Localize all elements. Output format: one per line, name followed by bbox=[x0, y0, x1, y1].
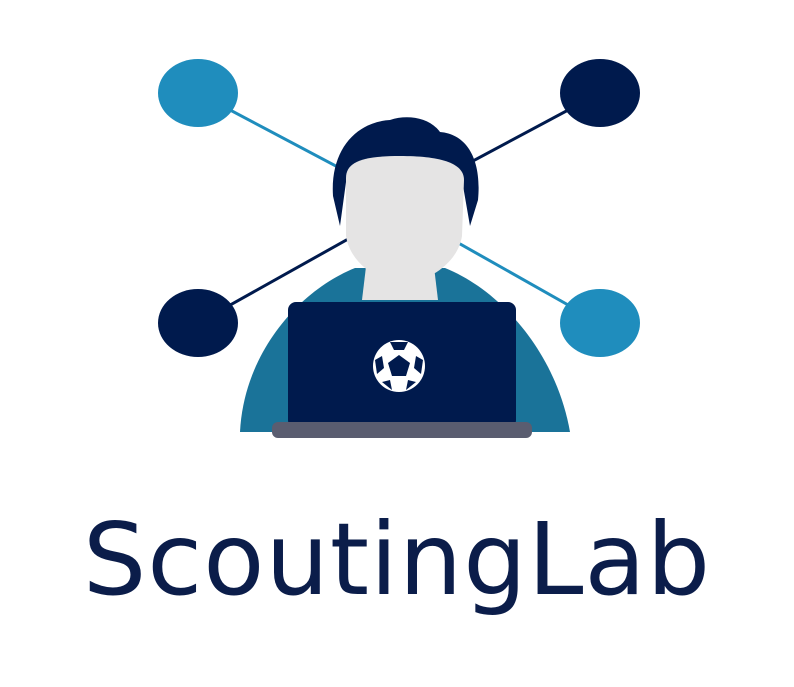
laptop-icon bbox=[272, 302, 532, 438]
ball-patch-left bbox=[375, 356, 384, 374]
ball-patch-center bbox=[388, 355, 410, 376]
soccer-ball-icon bbox=[373, 340, 425, 392]
face bbox=[346, 156, 464, 282]
hair bbox=[332, 117, 479, 226]
node-bottom-right bbox=[560, 289, 640, 357]
node-top-right bbox=[560, 59, 640, 127]
ball-patch-right bbox=[414, 356, 423, 374]
ball-patch-bottom-left bbox=[382, 380, 392, 390]
node-top-left bbox=[158, 59, 238, 127]
laptop-base bbox=[272, 422, 532, 438]
ball-patch-bottom-right bbox=[406, 380, 416, 390]
ball-patch-top bbox=[390, 342, 408, 350]
network-nodes-icon bbox=[158, 59, 640, 357]
node-bottom-left bbox=[158, 289, 238, 357]
brand-wordmark: ScoutingLab bbox=[82, 501, 712, 618]
